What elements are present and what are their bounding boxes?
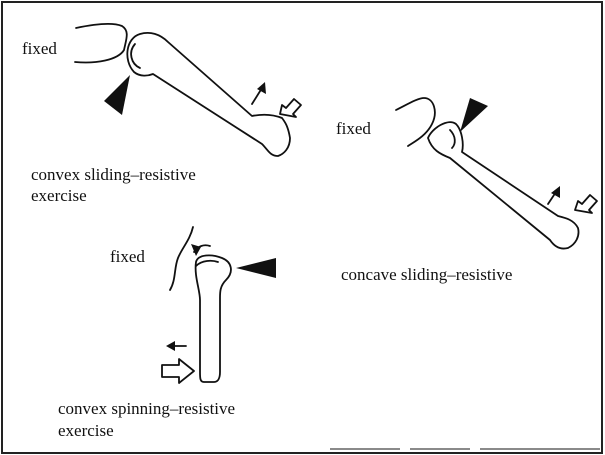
articular-surface — [131, 44, 140, 68]
pivot-wedge-icon — [236, 258, 276, 278]
pivot-wedge-icon — [460, 98, 488, 132]
pivot-wedge-icon — [104, 75, 130, 115]
convex-sliding-panel — [75, 24, 301, 156]
fixed-label: fixed — [110, 246, 145, 267]
moving-bone — [428, 122, 579, 248]
fixed-label: fixed — [336, 118, 371, 139]
fixed-bone — [75, 24, 127, 63]
concave-sliding-caption-line1: concave sliding–resistive — [341, 264, 512, 285]
convex-spinning-panel — [162, 227, 276, 383]
fixed-bone — [170, 227, 193, 290]
articular-surface — [450, 130, 455, 148]
convex-sliding-caption-line2: exercise — [31, 185, 87, 206]
articular-surface — [196, 261, 218, 266]
force-arrow — [575, 195, 597, 213]
convex-spinning-caption-line1: convex spinning–resistive — [58, 398, 235, 419]
convex-spinning-caption-line2: exercise — [58, 420, 114, 441]
moving-bone — [127, 33, 290, 156]
moving-bone — [196, 255, 231, 382]
force-arrow — [162, 359, 194, 383]
concave-sliding-panel — [396, 98, 597, 249]
fixed-label: fixed — [22, 38, 57, 59]
force-arrow — [280, 99, 301, 117]
glide-arrowhead — [166, 341, 175, 351]
convex-sliding-caption-line1: convex sliding–resistive — [31, 164, 196, 185]
